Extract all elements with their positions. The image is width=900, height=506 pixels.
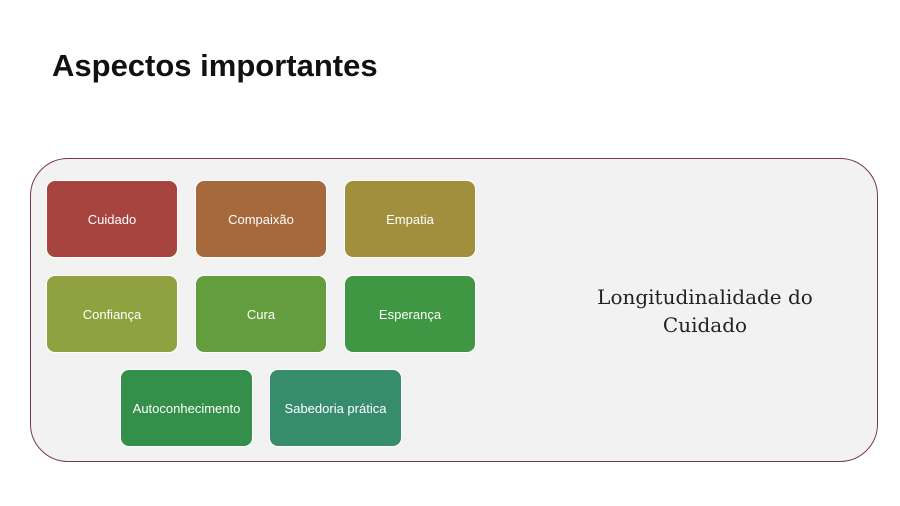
box-confianca: Confiança [46,275,178,353]
box-empatia: Empatia [344,180,476,258]
slide-title: Aspectos importantes [52,48,378,83]
box-autoconhecimento: Autoconhecimento [120,369,253,447]
box-label: Confiança [82,306,142,322]
box-label: Esperança [378,306,442,322]
side-text: Longitudinalidade do Cuidado [597,285,813,337]
box-label: Autoconhecimento [132,400,241,416]
box-esperanca: Esperança [344,275,476,353]
box-label: Compaixão [228,211,294,227]
box-compaixao: Compaixão [195,180,327,258]
box-cura: Cura [195,275,327,353]
box-label: Empatia [386,211,434,227]
box-label: Sabedoria prática [284,400,387,416]
box-label: Cuidado [87,211,137,227]
box-sabedoria-pratica: Sabedoria prática [269,369,402,447]
box-label: Cura [246,306,276,322]
box-cuidado: Cuidado [46,180,178,258]
